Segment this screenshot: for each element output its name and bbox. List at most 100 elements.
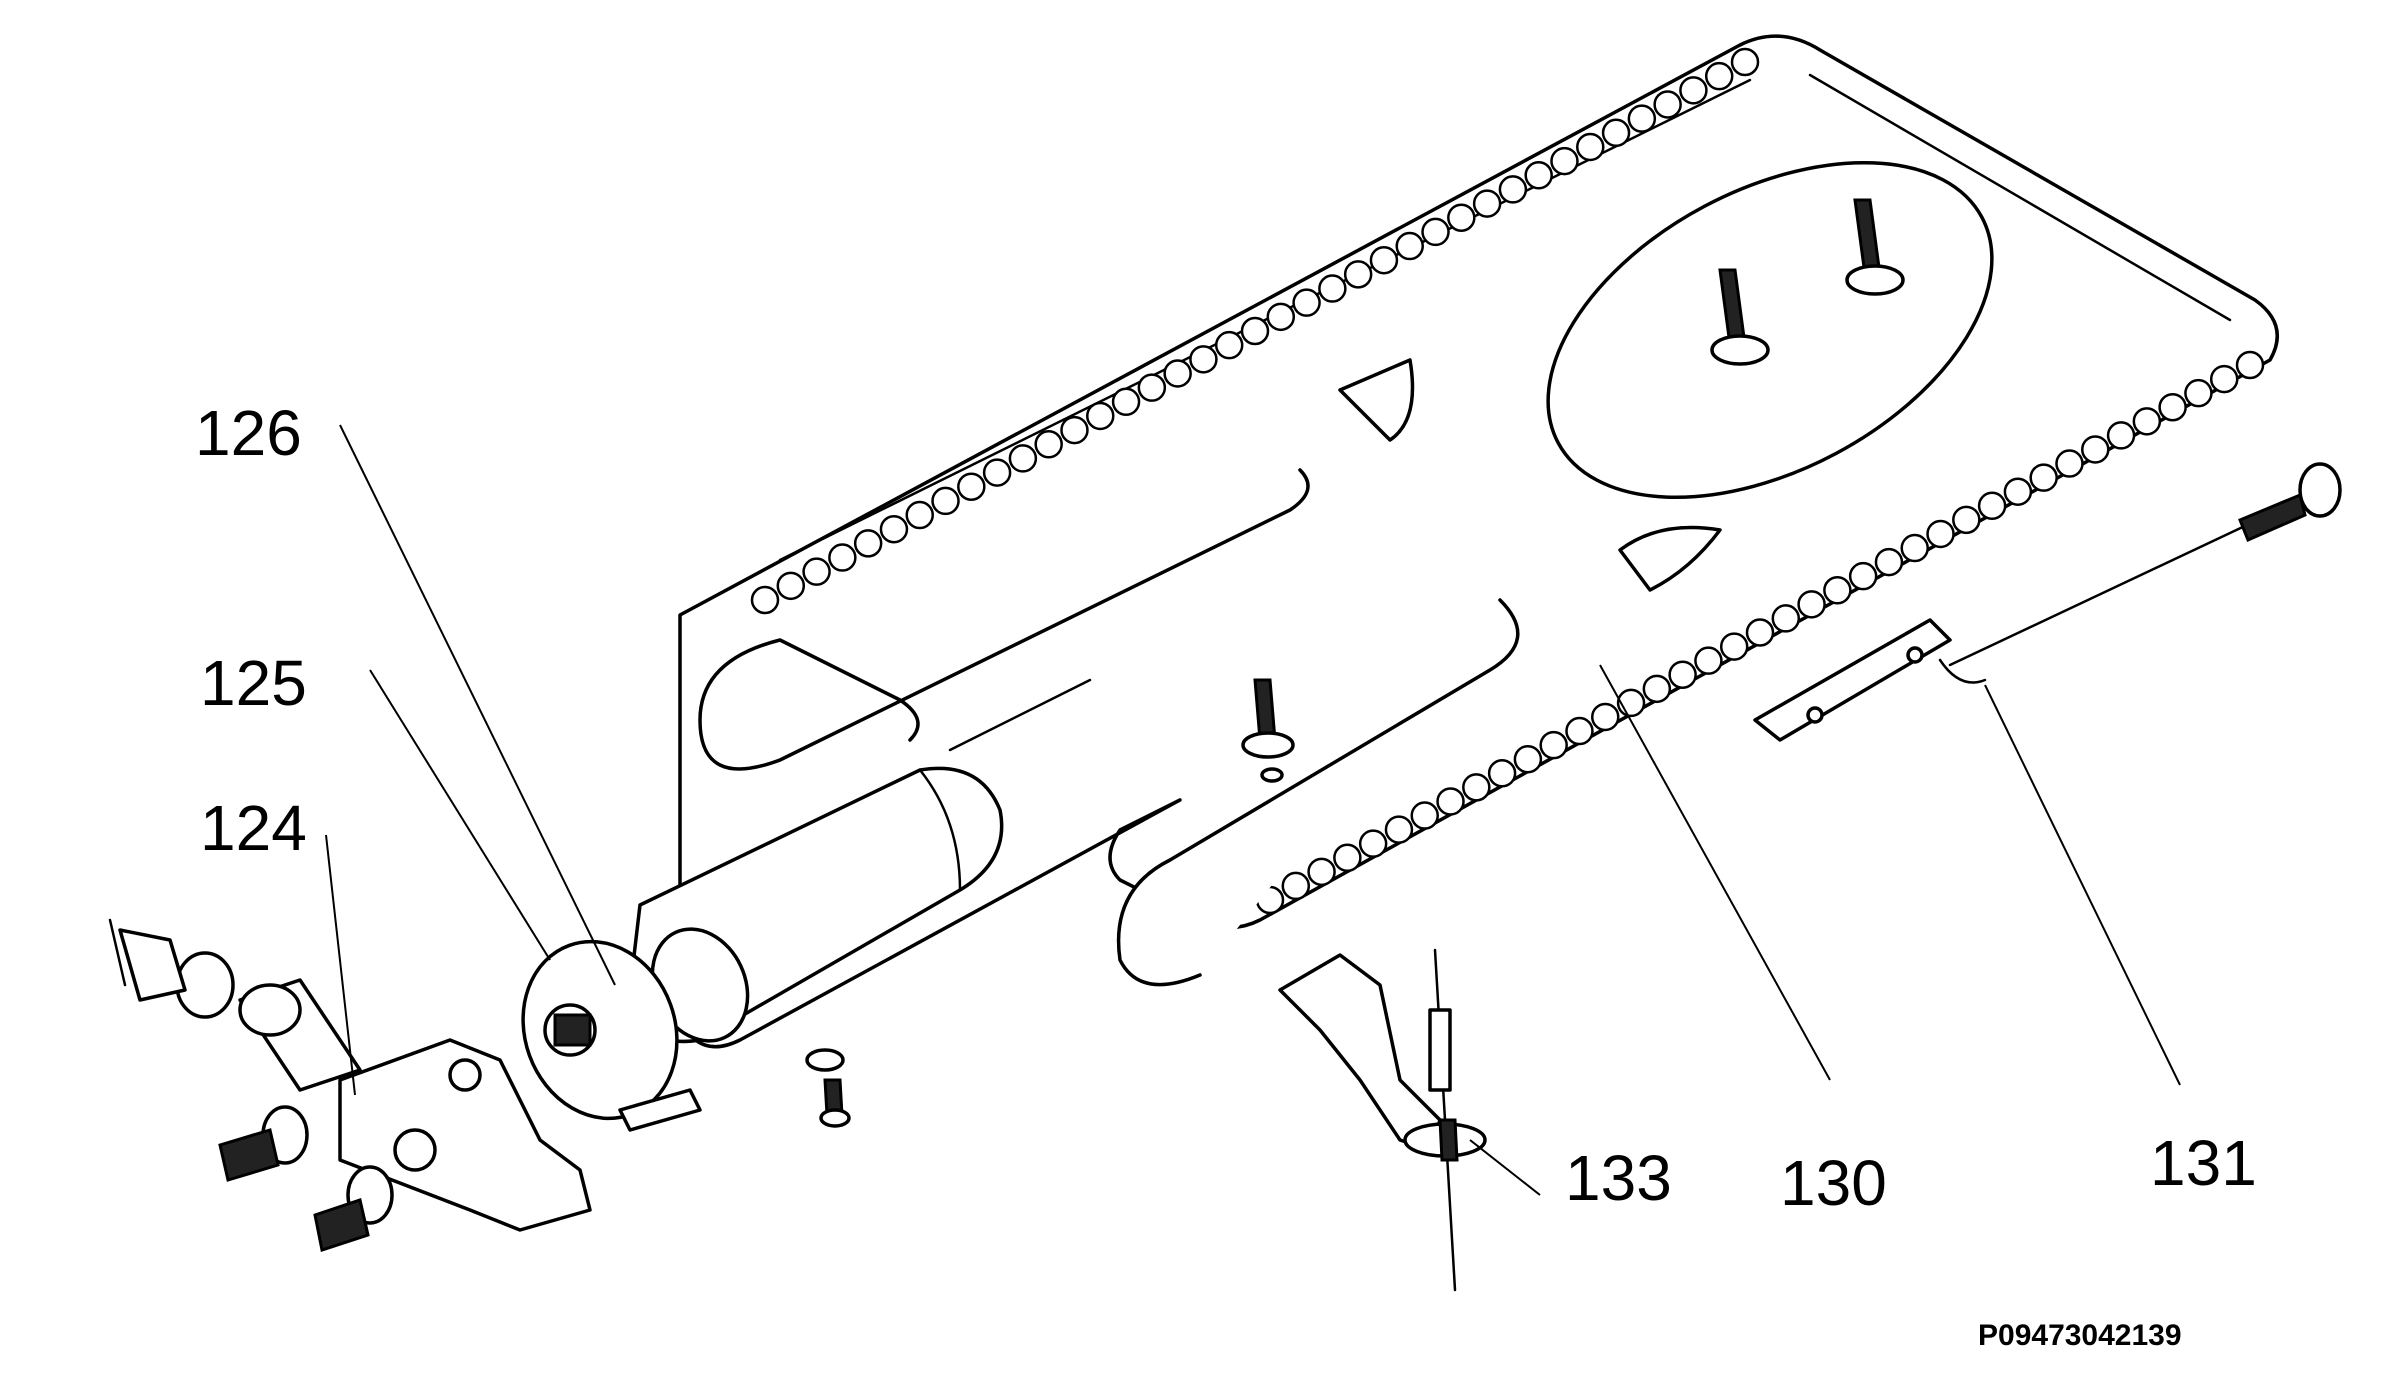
plate-ridge <box>2132 407 2162 436</box>
plate-ridge <box>776 571 806 601</box>
plate-ridge <box>750 585 780 615</box>
plate-ridge <box>2003 477 2033 506</box>
plate-ridge <box>1369 245 1399 275</box>
leader-131 <box>1984 684 2181 1086</box>
plate-ridge <box>1358 829 1388 858</box>
plate-ridge <box>1668 660 1697 689</box>
air-shutter <box>521 939 702 1132</box>
plate-ridge <box>1745 618 1775 647</box>
plate-ridge <box>1524 161 1553 190</box>
plate-ridge <box>2029 463 2058 492</box>
plate-ridge <box>1601 118 1631 148</box>
plate-ridge <box>2106 421 2136 450</box>
burner-tube <box>628 678 1092 1044</box>
plate-ridge <box>1008 444 1038 473</box>
plate-ridge <box>1462 773 1491 802</box>
leader-126 <box>339 424 616 986</box>
plate-ridge <box>1550 146 1579 176</box>
plate-ridge <box>1086 401 1115 431</box>
tension-rod <box>1753 462 2342 742</box>
plate-ridge <box>1333 843 1362 873</box>
injector-fitting <box>108 918 362 1092</box>
screw-tube <box>805 1048 851 1128</box>
plate-ridge <box>2235 350 2265 380</box>
plate-ridge <box>982 458 1012 487</box>
leader-124 <box>325 834 356 1096</box>
plate-ridge <box>1163 359 1192 388</box>
plate-ridge <box>2184 378 2213 408</box>
plate-ridge <box>2081 435 2110 464</box>
leader-130 <box>1599 664 1831 1081</box>
plate-slot-right <box>1116 598 1520 987</box>
plate-ridges-top <box>750 47 1760 615</box>
screw-oval-right <box>1845 198 1905 296</box>
plate-ridge <box>1307 857 1336 887</box>
plate-ridge <box>957 472 986 501</box>
injector-bracket <box>338 1038 592 1232</box>
plate-ridge <box>1565 716 1594 746</box>
plate-ridge <box>1952 505 1981 535</box>
callout-124: 124 <box>200 792 307 864</box>
plate-ridge <box>1189 345 1218 374</box>
plate-ridge <box>1266 302 1296 332</box>
plate-ridge <box>879 514 909 544</box>
plate-slot-left <box>698 468 1310 771</box>
plate-ridge <box>1977 491 2007 521</box>
plate-ridge <box>2158 392 2187 422</box>
plate-ridge <box>1292 288 1321 317</box>
callout-125: 125 <box>200 647 307 719</box>
plate-ridges-bottom <box>1255 350 2265 915</box>
plate-ridge <box>802 557 831 586</box>
plate-ridge <box>1797 590 1826 619</box>
plate-ridge <box>1410 801 1439 830</box>
plate-ridge <box>1060 415 1089 445</box>
plate-ridge <box>1318 274 1347 303</box>
bracket-screw-upper <box>218 1105 309 1182</box>
plate-ridge <box>828 543 857 572</box>
plate-ridge <box>1034 430 1063 459</box>
plate-ridge <box>1384 815 1414 844</box>
plate-ridge <box>1240 316 1270 346</box>
leader-133 <box>1469 1139 1541 1196</box>
plate-ridge <box>1513 744 1543 774</box>
plate-ridge <box>1719 632 1749 661</box>
ignition-electrode <box>1278 948 1487 1292</box>
plate-ridge <box>1823 576 1852 605</box>
bracket-screw-lower <box>313 1165 394 1252</box>
plate-ridge <box>1539 730 1568 760</box>
plate-ridge <box>1214 330 1244 360</box>
plate-ridge <box>1900 533 1929 563</box>
plate-ridge <box>1642 674 1672 704</box>
plate-tab-lower <box>1618 525 1722 592</box>
plate-ridge <box>1704 61 1734 91</box>
plate-ridge <box>1874 547 1904 577</box>
plate-ridge <box>1653 90 1682 119</box>
plate-ridge <box>1730 47 1760 77</box>
screw-center <box>1241 678 1295 783</box>
plate-ridge <box>1447 203 1476 232</box>
callout-131: 131 <box>2150 1127 2257 1199</box>
plate-oval-window <box>1546 160 1994 500</box>
plate-ridge <box>1111 387 1141 417</box>
plate-ridge <box>931 486 960 516</box>
plate-ridge <box>1926 519 1955 549</box>
plate-ridge <box>1436 787 1465 816</box>
plate-ridge <box>1281 871 1311 901</box>
plate-ridge <box>1498 175 1528 204</box>
plate-ridge <box>1472 189 1502 218</box>
callout-126: 126 <box>195 397 302 469</box>
plate-ridge <box>1487 759 1517 788</box>
plate-ridge <box>1576 132 1605 162</box>
plate-ridge <box>1771 604 1801 633</box>
drawing-code: P09473042139 <box>1978 1319 2182 1352</box>
plate-ridge <box>1421 217 1450 247</box>
plate-ridge <box>1679 76 1708 105</box>
callout-133: 133 <box>1565 1142 1672 1214</box>
plate-ridge <box>2209 364 2239 394</box>
plate-ridge <box>2055 449 2084 478</box>
plate-ridge <box>1694 646 1723 675</box>
plate-ridge <box>1343 260 1373 289</box>
plate-ridge <box>853 529 883 558</box>
plate-ridge <box>1591 702 1620 732</box>
